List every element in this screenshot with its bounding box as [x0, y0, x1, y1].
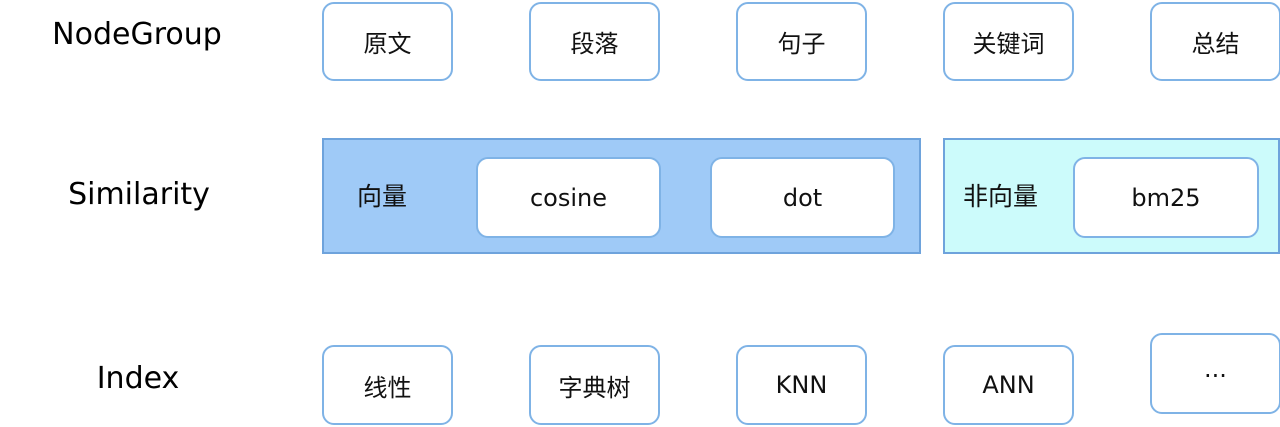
index-box-more: ... — [1150, 333, 1280, 414]
node-box-paragraph: 段落 — [529, 2, 660, 81]
index-box-linear: 线性 — [322, 345, 453, 425]
index-box-ann: ANN — [943, 345, 1074, 425]
similarity-box-dot: dot — [710, 157, 895, 238]
node-box-original-text: 原文 — [322, 2, 453, 81]
row-label-index: Index — [96, 361, 180, 396]
index-box-trie: 字典树 — [529, 345, 660, 425]
node-box-summary: 总结 — [1150, 2, 1280, 81]
nonvector-group-title: 非向量 — [963, 182, 1039, 211]
similarity-nonvector-group: 非向量 bm25 — [943, 138, 1280, 254]
vector-group-title: 向量 — [357, 182, 408, 211]
row-label-similarity: Similarity — [68, 177, 210, 212]
row-label-nodegroup: NodeGroup — [52, 17, 222, 52]
index-box-knn: KNN — [736, 345, 867, 425]
node-box-keyword: 关键词 — [943, 2, 1074, 81]
similarity-vector-group: 向量 cosine dot — [322, 138, 921, 254]
similarity-box-bm25: bm25 — [1073, 157, 1259, 238]
similarity-box-cosine: cosine — [476, 157, 661, 238]
node-box-sentence: 句子 — [736, 2, 867, 81]
